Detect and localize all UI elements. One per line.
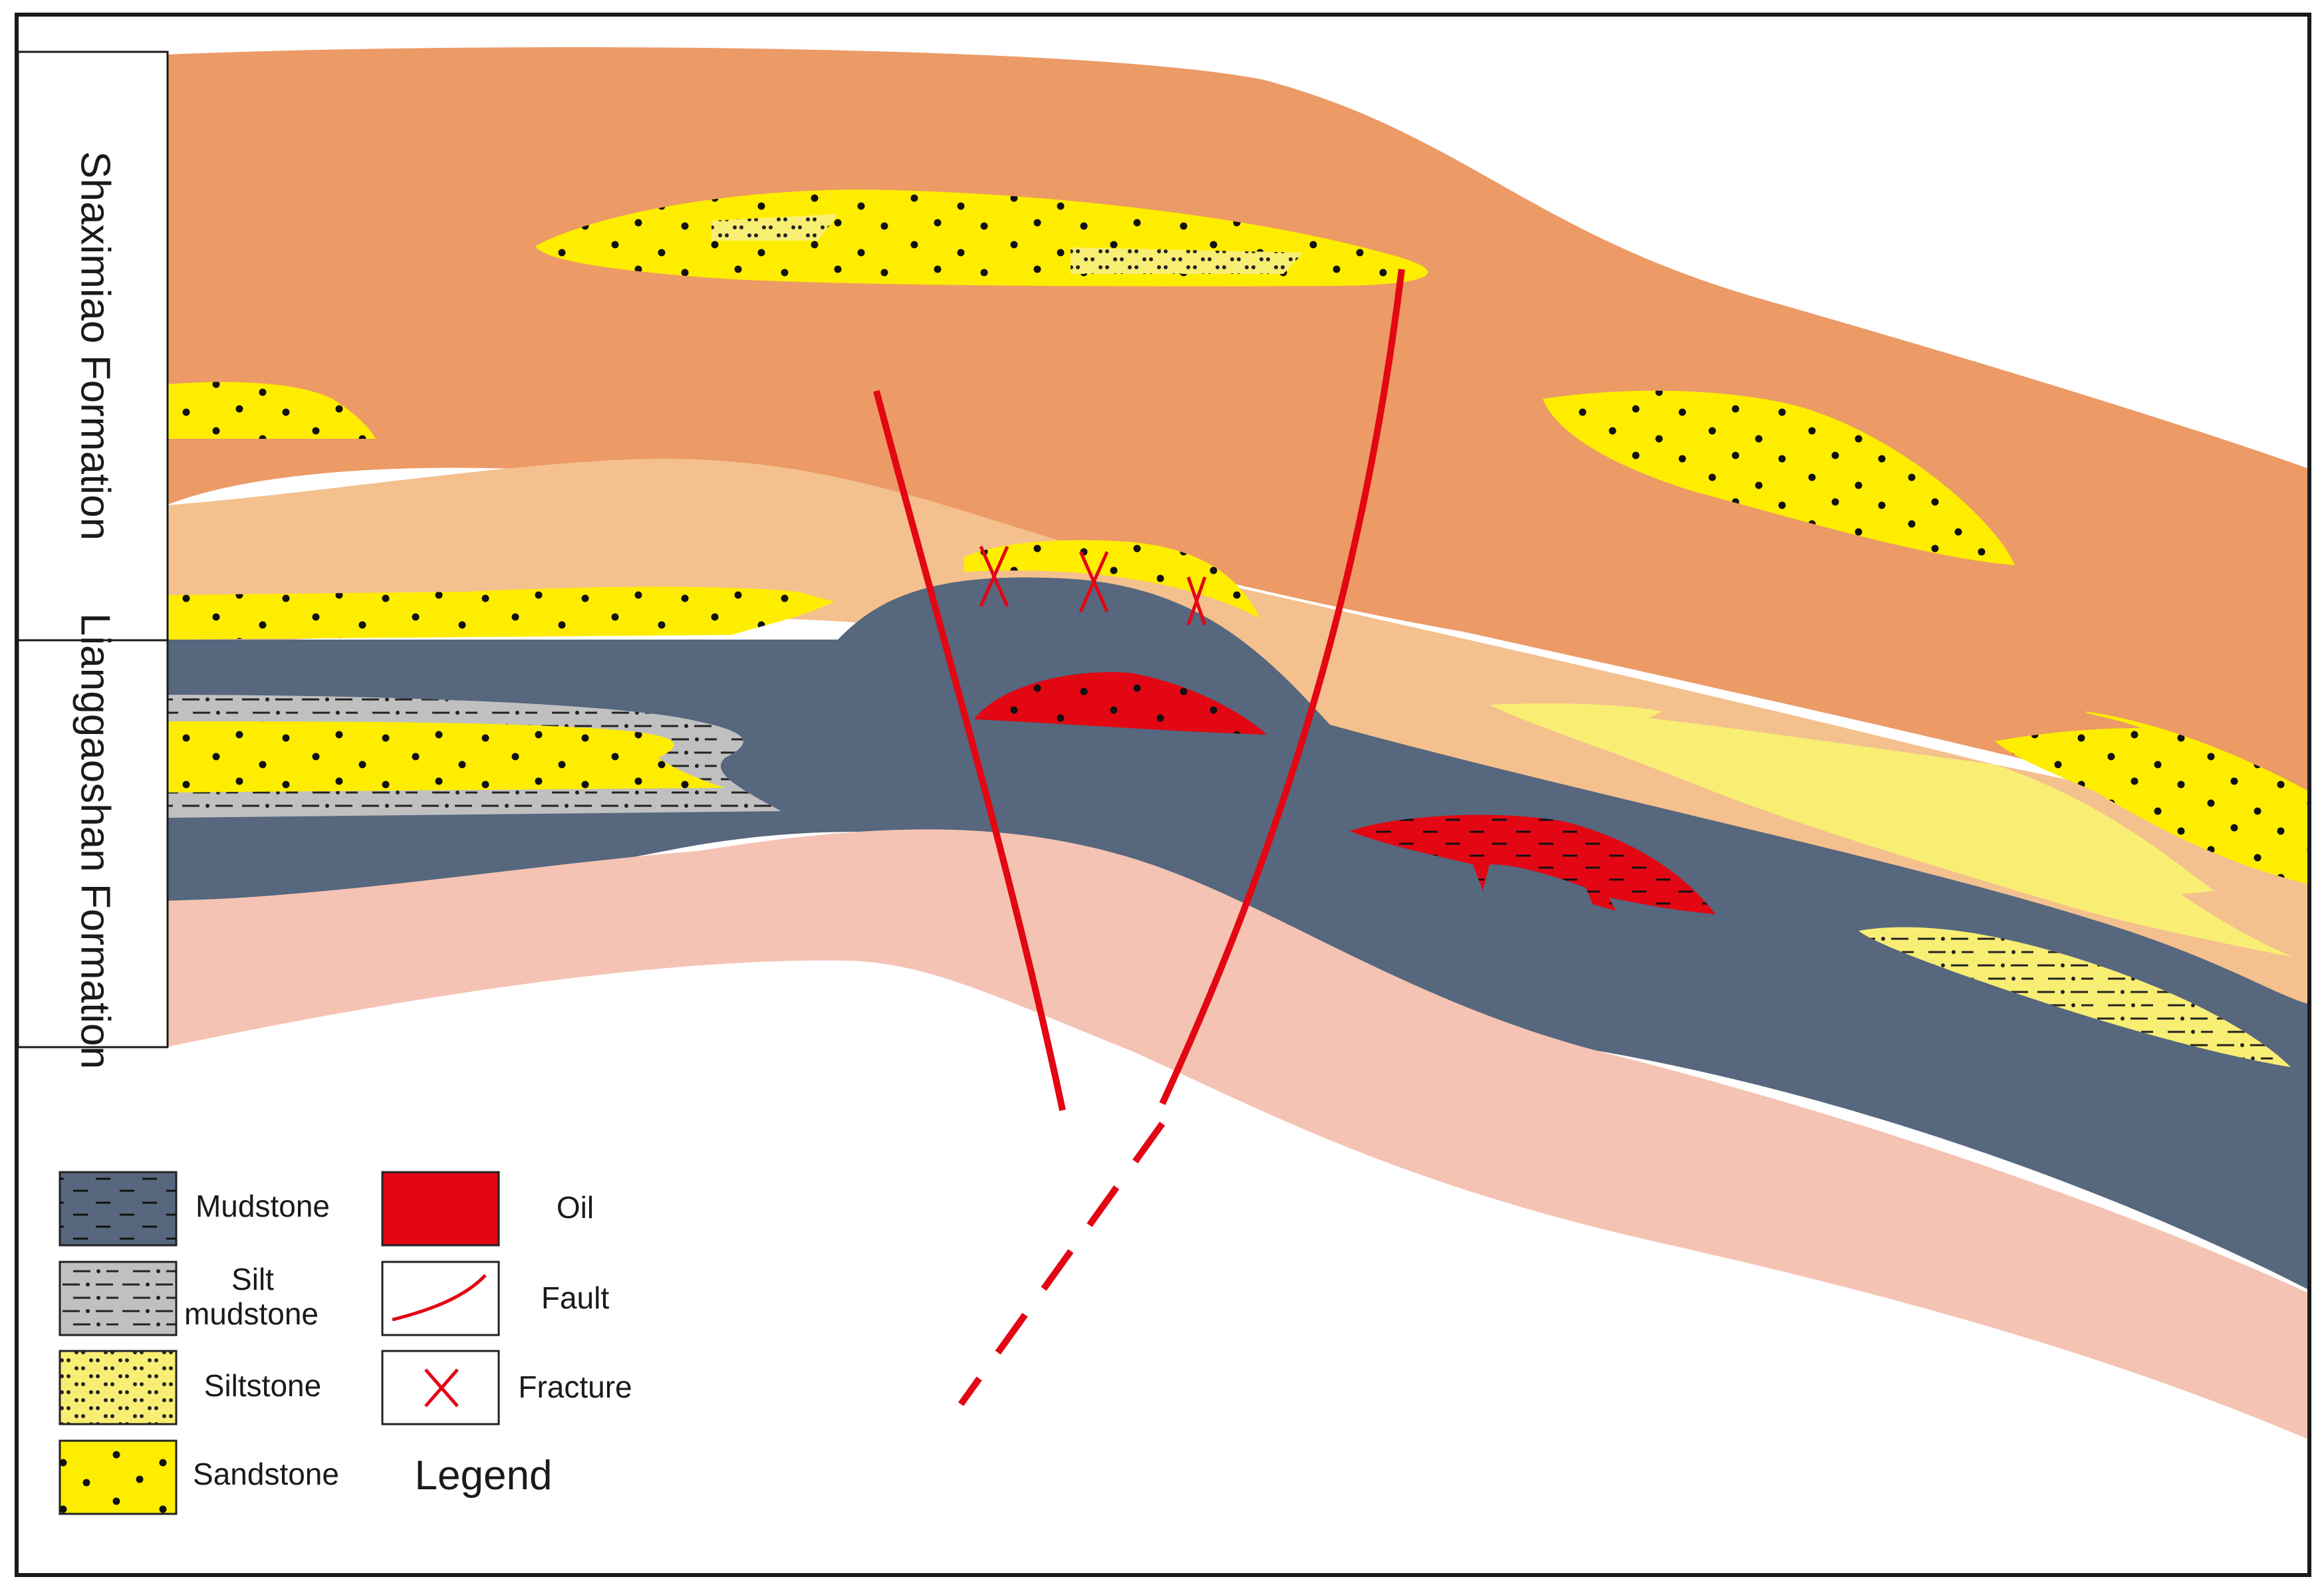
- legend-swatch-mudstone-pattern: [60, 1172, 176, 1245]
- formation-label-lower: Lianggaoshan Formation: [72, 613, 118, 1069]
- legend-swatch-sandstone-pattern: [60, 1441, 176, 1514]
- fracture-3: [1186, 576, 1207, 626]
- legend-label-fracture: Fracture: [518, 1370, 632, 1404]
- sandstone-lens-left-dots: [166, 382, 376, 439]
- lower-pink-layer: [166, 829, 2309, 1439]
- legend-label-oil: Oil: [557, 1190, 594, 1225]
- sandstone-lens-right-upper-dots: [1543, 390, 2015, 565]
- sandstone-lens-center-fractured-dots: [964, 540, 1260, 618]
- fracture-1: [979, 545, 1009, 608]
- legend-swatch-fault: [381, 1261, 500, 1336]
- fault-legend-icon: [392, 1274, 487, 1322]
- siltstone-wedge-right: [1489, 703, 2294, 957]
- figure-frame: [15, 13, 2311, 1577]
- legend-swatch-silt-mudstone-pattern: [60, 1262, 176, 1335]
- legend-label-sandstone: Sandstone: [193, 1457, 339, 1491]
- sandstone-band-left-dots: [166, 586, 835, 640]
- legend-label-siltstone: Siltstone: [204, 1368, 321, 1403]
- fault-left: [873, 390, 1066, 1112]
- siltstone-streak-1-pattern: [711, 214, 838, 241]
- legend-swatch-oil: [381, 1171, 500, 1247]
- oil-lens-center-dots: [974, 672, 1267, 735]
- silt-mudstone-lens-right-pattern: [1859, 927, 2291, 1067]
- formation-box-upper: [17, 51, 169, 642]
- sandstone-lens-right-mid-dots: [1995, 711, 2309, 884]
- fracture-legend-icon: [424, 1368, 459, 1407]
- legend-swatch-siltstone-pattern: [60, 1351, 176, 1424]
- formation-box-lower: [17, 639, 169, 1048]
- legend-label-silt-mudstone-line2: mudstone: [184, 1296, 319, 1331]
- sandstone-lens-left-lower-dots: [166, 721, 725, 793]
- legend-label-fault: Fault: [541, 1281, 609, 1315]
- fault-right: [1159, 269, 1405, 1106]
- formation-label-upper: Shaximiao Formation: [72, 151, 118, 541]
- fault-right-inferred: [958, 1122, 1166, 1406]
- legend-label-mudstone: Mudstone: [195, 1189, 330, 1223]
- oil-lens-right-pattern: [1350, 814, 1716, 914]
- fracture-2: [1079, 551, 1109, 613]
- legend-label-silt-mudstone-line1: Silt: [231, 1262, 274, 1296]
- legend-title: Legend: [415, 1453, 553, 1499]
- siltstone-streak-2-pattern: [1071, 247, 1303, 274]
